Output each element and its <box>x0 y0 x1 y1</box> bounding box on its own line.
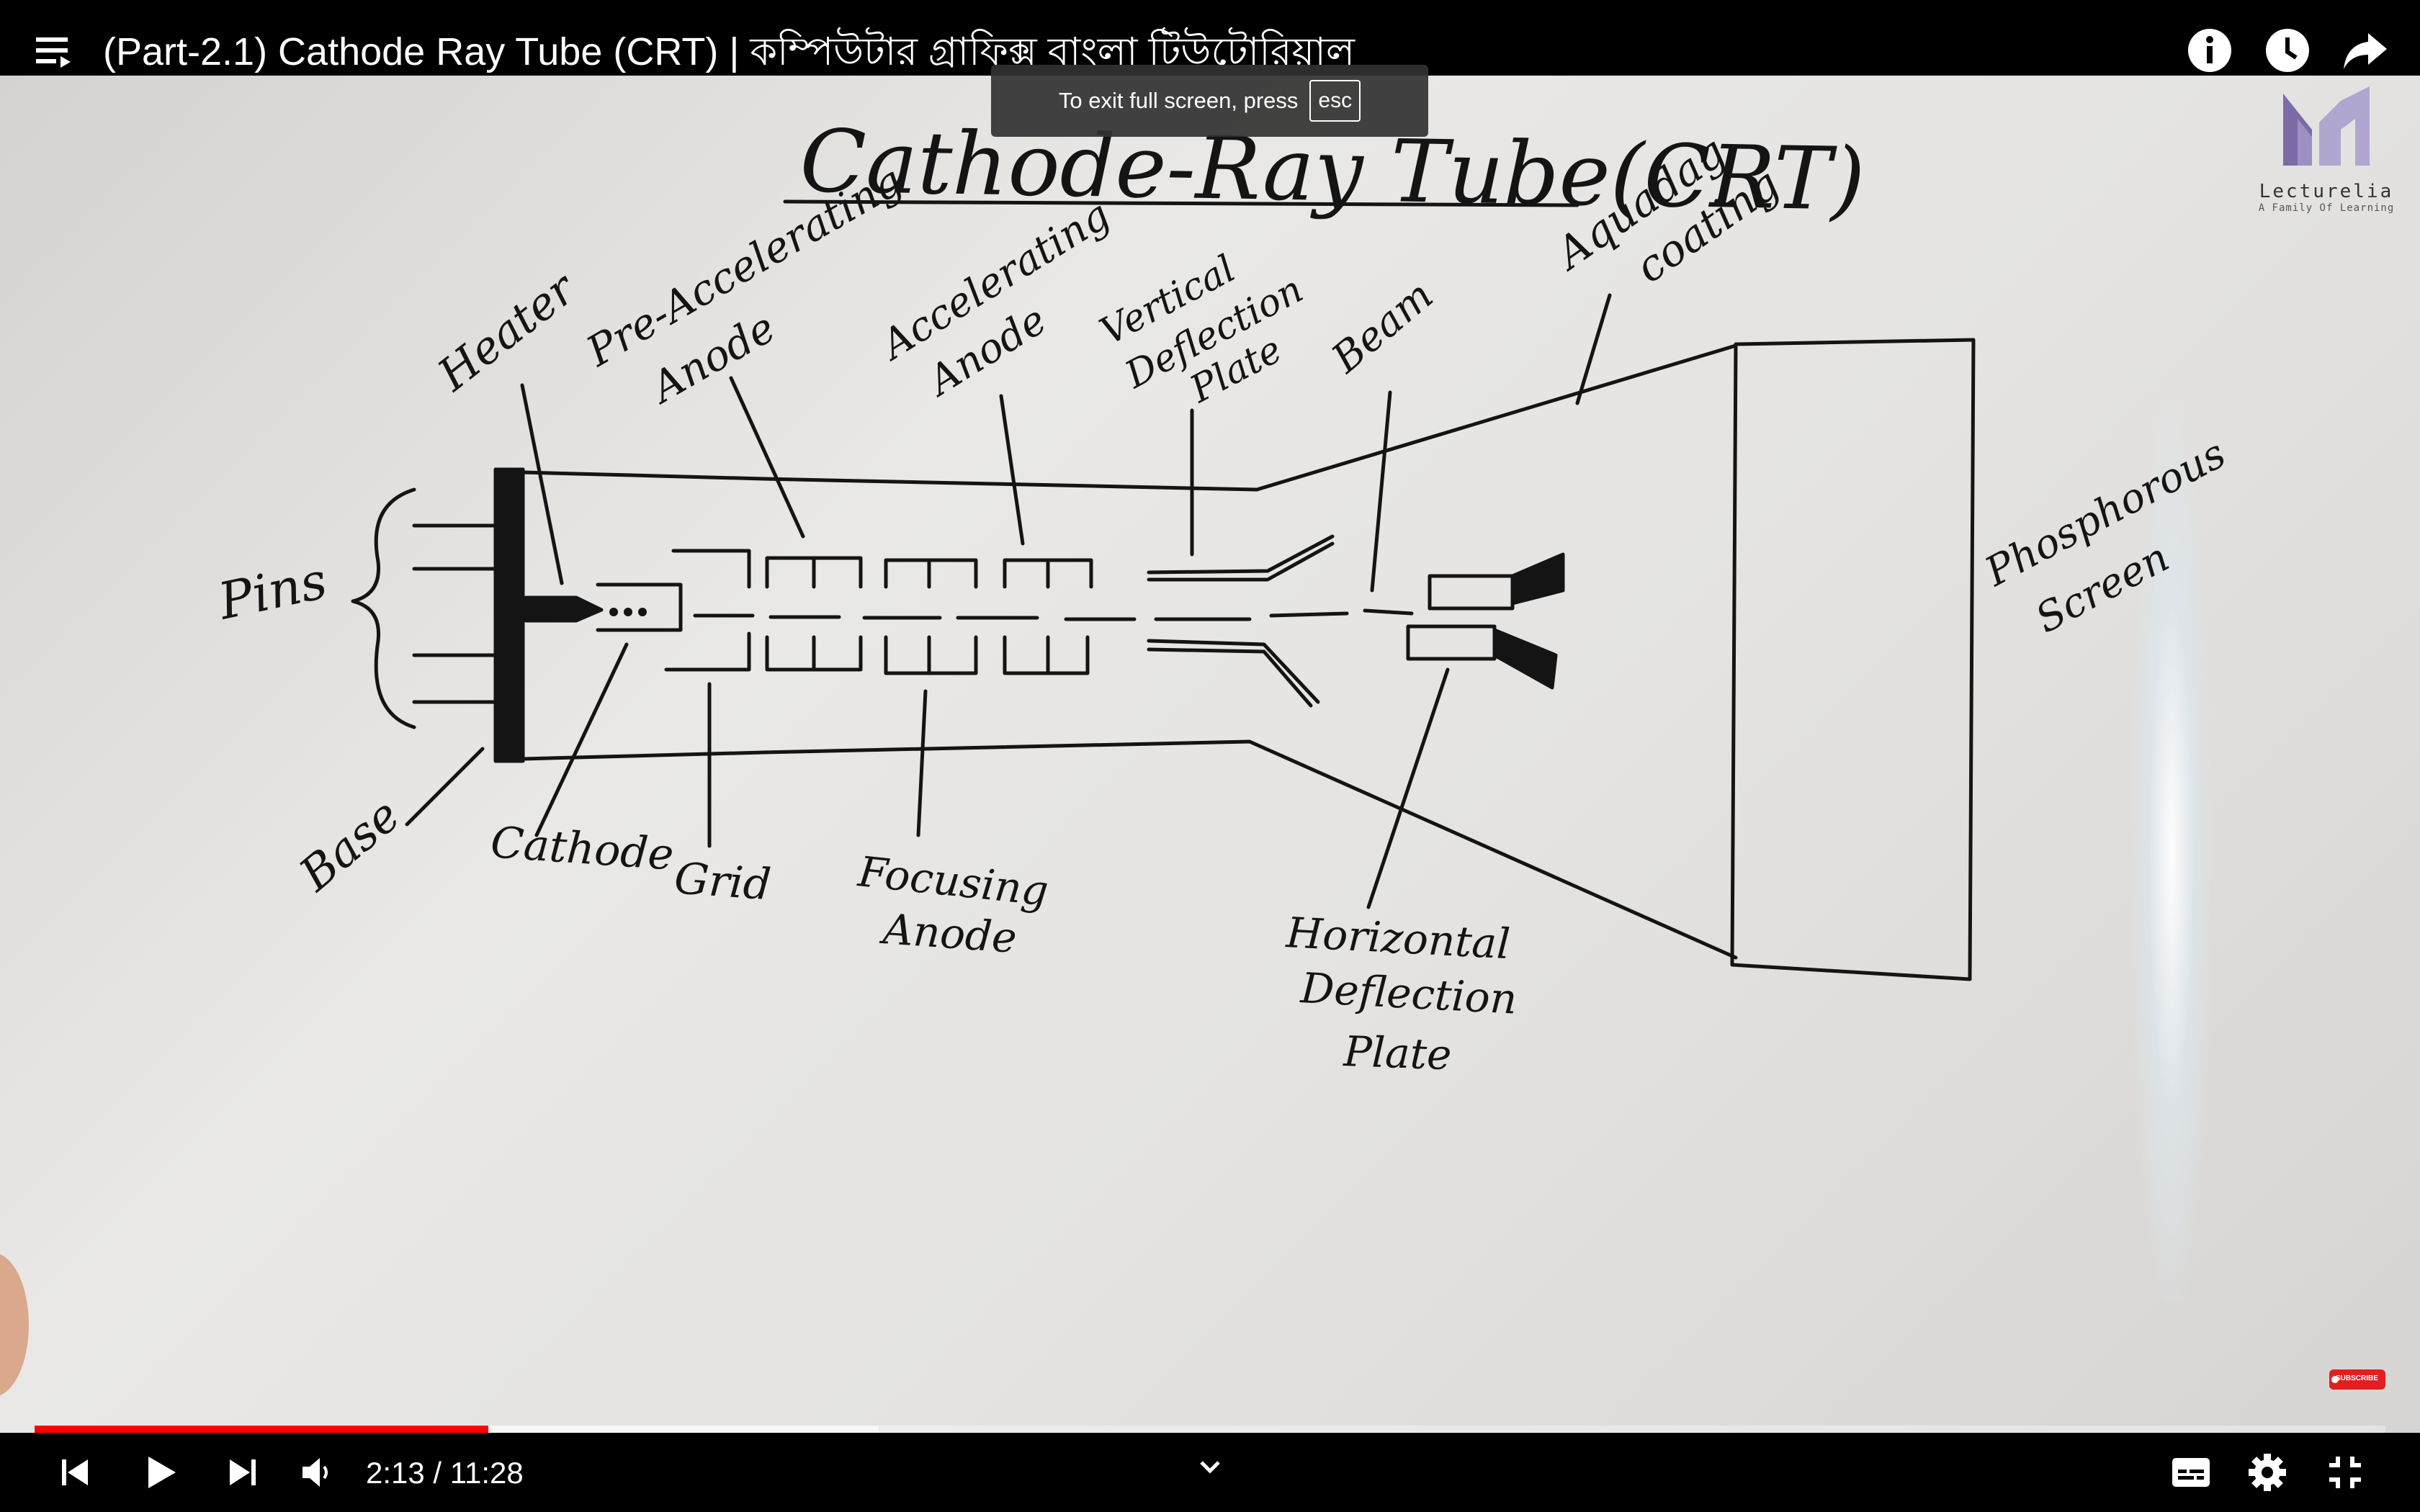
played-bar <box>35 1426 488 1433</box>
fullscreen-hint: To exit full screen, press <box>1058 88 1299 113</box>
label-focusing-2: Anode <box>878 904 1018 963</box>
info-icon[interactable] <box>2185 26 2234 75</box>
channel-watermark[interactable]: Lecturelia A Family Of Learning <box>2247 79 2406 214</box>
lecturelia-logo-icon <box>2283 86 2370 166</box>
light-glare <box>2132 403 2211 1303</box>
esc-key: esc <box>1309 80 1361 122</box>
subscribe-label: SUBSCRIBE <box>2336 1374 2378 1382</box>
volume-icon[interactable] <box>294 1449 340 1495</box>
channel-tagline: A Family Of Learning <box>2258 202 2395 214</box>
channel-name: Lecturelia <box>2259 181 2394 202</box>
exit-fullscreen-icon[interactable] <box>2322 1449 2368 1495</box>
settings-icon[interactable] <box>2244 1449 2290 1495</box>
subscribe-badge-icon[interactable] <box>2328 1362 2387 1398</box>
label-horizontal-2: Deflection <box>1299 963 1518 1024</box>
fullscreen-toast: To exit full screen, press esc <box>991 65 1428 137</box>
label-horizontal-3: Plate <box>1343 1027 1453 1079</box>
subtitles-icon[interactable] <box>2168 1449 2214 1495</box>
label-cathode: Cathode <box>489 817 676 881</box>
next-icon[interactable] <box>220 1449 266 1495</box>
label-heater: Heater <box>428 261 587 401</box>
label-grid: Grid <box>673 853 773 910</box>
label-pins: Pins <box>212 551 332 631</box>
label-base: Base <box>290 788 411 902</box>
time-display: 2:13 / 11:28 <box>366 1456 524 1490</box>
progress-bar[interactable] <box>35 1426 2385 1433</box>
share-icon[interactable] <box>2341 26 2390 75</box>
watch-later-icon[interactable] <box>2263 26 2312 75</box>
previous-icon[interactable] <box>52 1449 98 1495</box>
label-beam: Beam <box>1322 272 1442 383</box>
chevron-down-icon[interactable] <box>1187 1444 1233 1490</box>
play-icon[interactable] <box>137 1449 183 1495</box>
top-bar <box>0 0 2420 76</box>
playlist-icon[interactable] <box>36 36 73 68</box>
label-horizontal-1: Horizontal <box>1284 908 1511 968</box>
